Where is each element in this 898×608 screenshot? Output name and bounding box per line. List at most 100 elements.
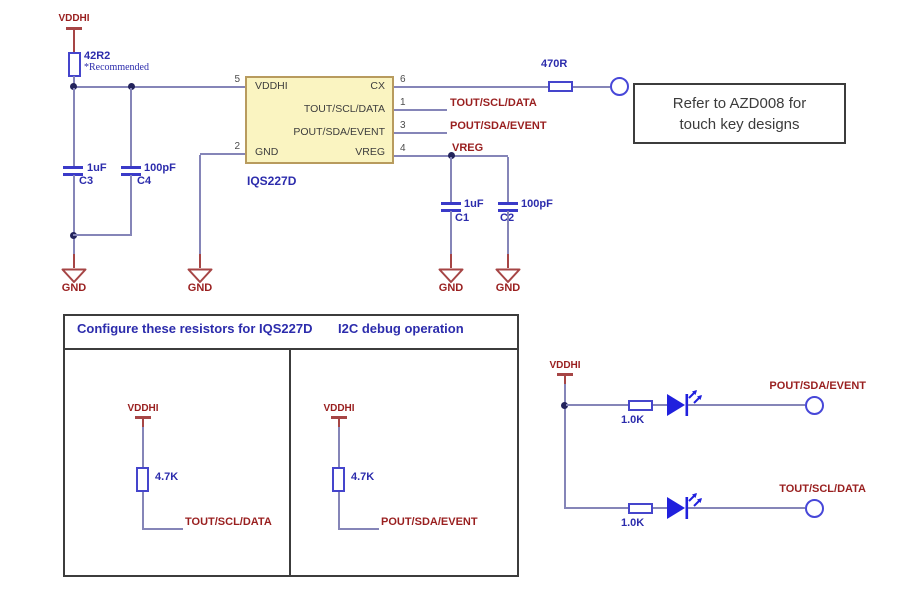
note-box: Refer to AZD008 for touch key designs (633, 83, 846, 144)
resistor-1k-bottom-value: 1.0K (621, 517, 645, 529)
wire (200, 153, 245, 155)
gnd-symbol-icon (438, 268, 464, 283)
capacitor-c1-ref: C1 (455, 212, 470, 224)
pin-number: 6 (400, 74, 406, 85)
resistor-4k7-right-value: 4.7K (351, 471, 375, 483)
net-label-tout: TOUT/SCL/DATA (185, 516, 272, 528)
wire (73, 234, 132, 236)
wire-cx (394, 86, 548, 88)
resistor-42r2-note: *Recommended (84, 62, 149, 73)
capacitor-c3-value: 1uF (87, 162, 107, 174)
wire (130, 175, 132, 235)
net-label-tout: TOUT/SCL/DATA (450, 97, 537, 109)
net-label-pout: POUT/SDA/EVENT (769, 380, 866, 392)
pout-pad-circle (805, 396, 824, 415)
wire (688, 404, 805, 406)
power-stem (564, 375, 566, 384)
net-label-vddhi: VDDHI (127, 403, 159, 414)
config-title-2: I2C debug operation (338, 321, 464, 336)
net-label-gnd: GND (61, 282, 87, 294)
led-icon (667, 493, 702, 519)
capacitor-c3 (63, 166, 83, 180)
net-label-pout: POUT/SDA/EVENT (450, 120, 547, 132)
resistor-1k-top (628, 400, 653, 411)
note-line-1: Refer to AZD008 for (672, 94, 807, 112)
wire (338, 528, 379, 530)
resistor-4k7-right (332, 467, 345, 492)
config-box (63, 314, 519, 577)
gnd-symbol-icon (495, 268, 521, 283)
gnd-symbol-icon (187, 268, 213, 283)
capacitor-c4-value: 100pF (144, 162, 176, 174)
wire (142, 528, 183, 530)
resistor-470r-value: 470R (541, 58, 568, 70)
resistor-4k7-left (136, 467, 149, 492)
resistor-470r (548, 81, 573, 92)
wire (450, 211, 452, 254)
capacitor-c1-value: 1uF (464, 198, 484, 210)
power-stem (338, 418, 340, 427)
wire-pout (394, 132, 447, 134)
wire-tout (394, 109, 447, 111)
net-label-pout: POUT/SDA/EVENT (381, 516, 478, 528)
resistor-4k7-left-value: 4.7K (155, 471, 179, 483)
wire (338, 427, 340, 467)
net-label-tout: TOUT/SCL/DATA (779, 483, 866, 495)
capacitor-c1 (441, 202, 461, 216)
pin-number: 3 (400, 120, 406, 131)
net-label-vddhi: VDDHI (323, 403, 355, 414)
gnd-stem (199, 254, 201, 268)
wire (507, 157, 509, 202)
wire (73, 76, 75, 87)
net-label-gnd: GND (495, 282, 521, 294)
junction-dot (561, 402, 568, 409)
tout-pad-circle (805, 499, 824, 518)
pin-name-gnd: GND (255, 146, 279, 158)
wire (653, 507, 667, 509)
net-label-vreg: VREG (452, 142, 484, 154)
wire (566, 404, 628, 406)
wire (688, 507, 805, 509)
resistor-42r2 (68, 52, 81, 77)
wire (199, 155, 201, 254)
wire (507, 211, 509, 254)
pin-number: 5 (234, 74, 240, 85)
wire (564, 384, 566, 509)
wire (450, 157, 452, 202)
chip-iqs227d-body (245, 76, 394, 164)
junction-dot (70, 83, 77, 90)
pin-number: 1 (400, 97, 406, 108)
wire (142, 492, 144, 530)
resistor-42r2-value: 42R2 (84, 50, 111, 62)
junction-dot (448, 152, 455, 159)
net-label-gnd: GND (187, 282, 213, 294)
pin-number: 2 (234, 141, 240, 152)
wire (338, 492, 340, 530)
pin-name-pout: POUT/SDA/EVENT (293, 126, 385, 138)
power-bar-icon (331, 416, 347, 419)
power-bar-icon (557, 373, 573, 376)
wire-vddhi-rail (73, 86, 246, 88)
power-bar-icon (135, 416, 151, 419)
capacitor-c3-ref: C3 (79, 175, 94, 187)
net-label-vddhi: VDDHI (549, 360, 581, 371)
power-stem (142, 418, 144, 427)
gnd-stem (450, 254, 452, 268)
note-line-2: touch key designs (679, 115, 800, 133)
config-box-header-divider (63, 348, 519, 350)
wire (73, 175, 75, 254)
cx-pad-circle (610, 77, 629, 96)
config-title: Configure these resistors for IQS227D (77, 321, 313, 336)
pin-name-cx: CX (370, 80, 385, 92)
wire (653, 404, 667, 406)
net-label-vddhi-top: VDDHI (58, 13, 90, 24)
power-bar-icon (66, 27, 82, 30)
pin-name-vreg: VREG (355, 146, 385, 158)
wire (73, 88, 75, 166)
resistor-1k-bottom (628, 503, 653, 514)
pin-name-tout: TOUT/SCL/DATA (303, 103, 385, 115)
config-box-cell-divider (289, 350, 291, 577)
power-stem (73, 29, 75, 52)
junction-dot (128, 83, 135, 90)
